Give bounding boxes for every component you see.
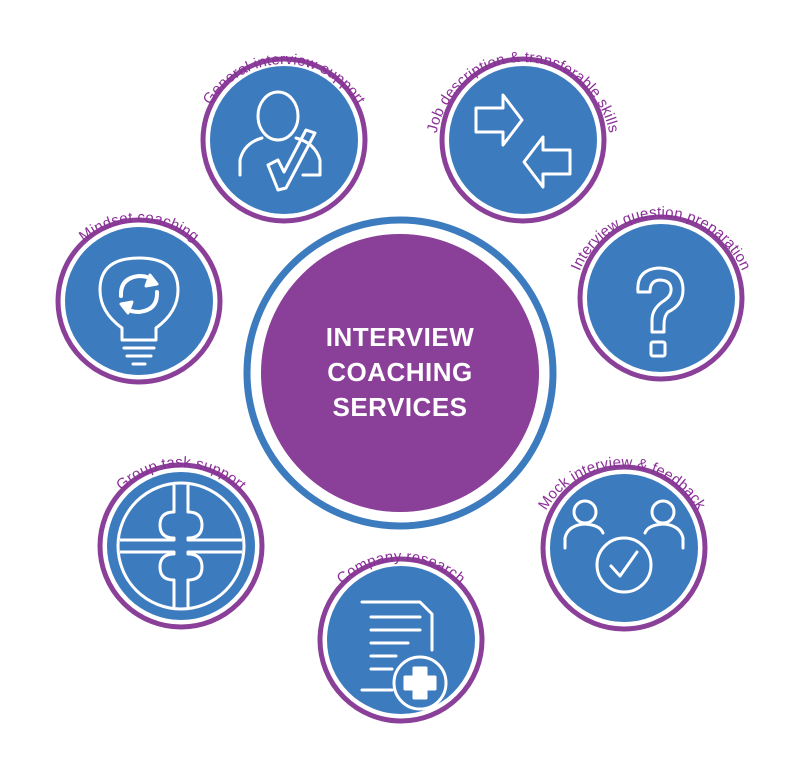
question-mark-icon [636, 266, 685, 358]
document-plus-icon [360, 600, 448, 711]
service-node-mindset-coaching: Mindset coaching [55, 209, 223, 385]
service-node-group-task-support: Group task support [97, 454, 265, 630]
service-node-general-interview-support: General interview support [200, 51, 369, 224]
service-node-mock-interview: Mock interview & feedback [535, 454, 709, 632]
service-node-question-preparation: Interview question preparation [568, 204, 754, 382]
puzzle-icon [116, 481, 246, 611]
people-check-icon [563, 499, 685, 594]
service-node-company-research: Company research [317, 548, 485, 724]
center-title-line2: COACHING [327, 357, 473, 387]
center-node: INTERVIEW COACHING SERVICES [243, 216, 557, 530]
center-title-line1: INTERVIEW [326, 322, 474, 352]
lightbulb-refresh-icon [98, 256, 180, 366]
service-node-job-description: Job description & transferable skills [424, 49, 622, 224]
person-check-icon [238, 90, 322, 192]
arrows-exchange-icon [474, 93, 572, 189]
center-title-line3: SERVICES [332, 392, 467, 422]
